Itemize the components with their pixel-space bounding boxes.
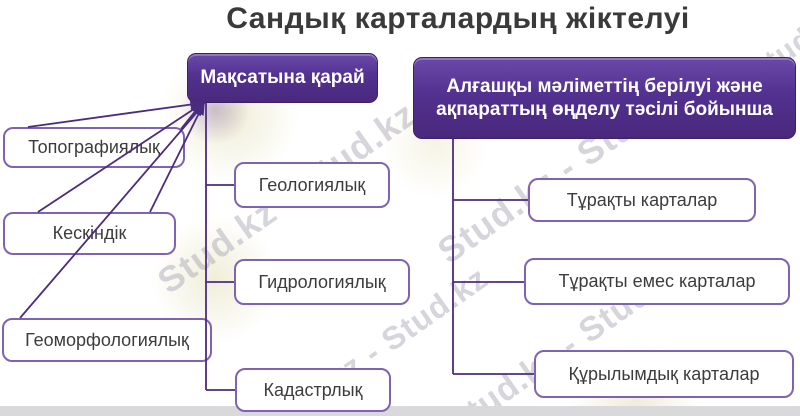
node-hydrological: Гидрологиялық — [234, 259, 410, 305]
header-by-purpose: Мақсатына қарай — [187, 53, 378, 103]
header-by-data-processing: Алғашқы мәліметтің берілуі және ақпаратт… — [413, 57, 796, 139]
page-title: Сандық карталардың жіктелуі — [226, 2, 690, 35]
node-permanent-maps: Тұрақты карталар — [528, 178, 756, 222]
node-pictorial: Кескіндік — [3, 212, 176, 255]
node-cadastral: Кадастрлық — [235, 368, 391, 412]
node-structural-maps: Құрылымдық карталар — [534, 350, 794, 398]
slide-bottom-edge — [0, 406, 800, 416]
node-non-permanent-maps: Тұрақты емес карталар — [524, 258, 790, 305]
node-geomorphological: Геоморфологиялық — [2, 318, 212, 362]
node-topographic: Топографиялық — [3, 127, 185, 168]
node-geological: Геологиялық — [234, 162, 390, 208]
